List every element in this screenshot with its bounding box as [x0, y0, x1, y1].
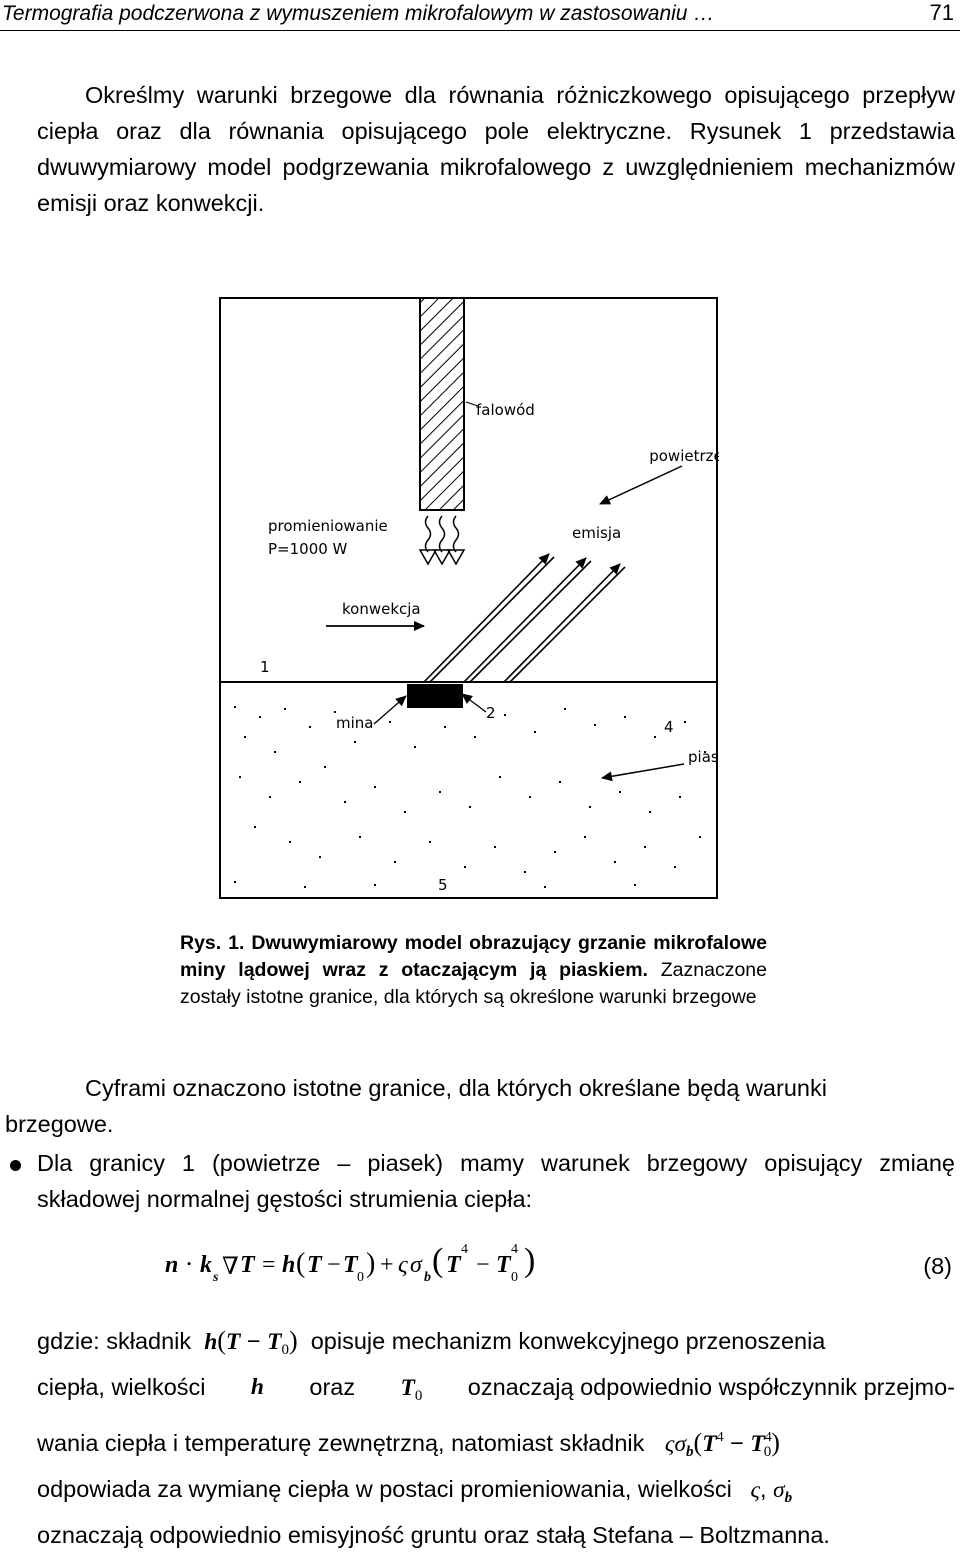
waveguide-rect	[419, 297, 465, 511]
expl-t3: ciepła, wielkości	[37, 1374, 206, 1400]
bullet-text: Dla granicy 1 (powietrze – piasek) mamy …	[37, 1150, 955, 1212]
expl-t4: oraz	[309, 1374, 356, 1400]
eq-cdot: ⋅	[185, 1252, 194, 1278]
expl-radiation-term: ςσb(T4 − T40)	[664, 1428, 780, 1460]
eq-h: h	[282, 1252, 296, 1278]
expl-line2: ciepła, wielkości h oraz T0 oznaczają od…	[37, 1369, 955, 1415]
domain-border	[219, 297, 718, 899]
eq-T0b: T	[496, 1252, 511, 1278]
expl-t2: opisuje mechanizm konwekcyjnego przenosz…	[310, 1328, 826, 1354]
bullet-icon	[10, 1160, 21, 1171]
expl-h-symbol: h	[250, 1374, 264, 1400]
para2-line1: Cyframi oznaczono istotne granice, dla k…	[85, 1075, 827, 1101]
expl-varsigma-sigma: ς, σb	[750, 1476, 793, 1506]
sand-dots	[234, 706, 706, 888]
eq-sup-4a: 4	[461, 1242, 468, 1257]
expl-t7: odpowiada za wymianę ciepła w postaci pr…	[37, 1476, 732, 1502]
label-emission: emisja	[572, 524, 621, 542]
eq-sub-b: b	[424, 1270, 431, 1285]
expl-t1: gdzie: składnik	[37, 1328, 192, 1354]
expl-line3: wania ciepła i temperaturę zewnętrzną, n…	[37, 1419, 955, 1471]
eq-sup-4b: 4	[511, 1242, 518, 1257]
label-boundary-5: 5	[438, 876, 448, 894]
eq-nabla: ∇	[222, 1254, 239, 1280]
eq-rparen1: )	[366, 1248, 376, 1279]
eq-equals: =	[262, 1252, 276, 1278]
label-boundary-1: 1	[260, 658, 270, 676]
expl-t5: oznaczają odpowiednio współczynnik przej…	[467, 1374, 955, 1400]
eq-sub-s: s	[213, 1270, 219, 1285]
running-title: Termografia podczerwona z wymuszeniem mi…	[2, 2, 715, 25]
eq-sub-0a: 0	[357, 1270, 364, 1285]
intro-paragraph: Określmy warunki brzegowe dla równania r…	[37, 82, 955, 216]
expl-t8: oznaczają odpowiednio emisyjność gruntu …	[37, 1522, 830, 1548]
boundary2-pointer-arrow	[461, 693, 487, 713]
emission-arrows	[423, 553, 626, 683]
equation-number: (8)	[923, 1253, 952, 1279]
eq-sigma: σ	[410, 1252, 422, 1278]
label-radiation: promieniowanie	[268, 517, 388, 535]
eq-sub-0b: 0	[511, 1270, 518, 1285]
label-air: powietrze	[649, 447, 719, 465]
eq-T2: T	[307, 1252, 322, 1278]
label-sand: piasek	[688, 748, 719, 766]
expl-line1: gdzie: składnik h(T − T0) opisuje mechan…	[37, 1322, 955, 1369]
eq-T0a: T	[343, 1252, 358, 1278]
caption-normal: Zaznaczone zostały istotne granice, dla …	[180, 959, 768, 1008]
label-waveguide: falowód	[476, 401, 535, 419]
expl-h-term: h(T − T0)	[204, 1326, 298, 1358]
label-convection: konwekcja	[342, 600, 421, 618]
figure-model: falowód powietrze promieniowanie P=1000 …	[214, 296, 719, 899]
label-mine: mina	[336, 714, 373, 732]
para2: Cyframi oznaczono istotne granice, dla k…	[5, 1070, 955, 1142]
figure-caption: Rys. 1. Dwuwymiarowy model obrazujący gr…	[180, 930, 767, 1011]
eq-T3: T	[446, 1252, 461, 1278]
sand-pointer-arrow	[601, 763, 685, 782]
mine-rect	[407, 684, 463, 708]
caption-bold: Rys. 1. Dwuwymiarowy model obrazujący gr…	[180, 932, 767, 981]
eq-n: n	[165, 1252, 179, 1278]
mine-pointer-arrow	[373, 695, 407, 725]
eq-rparen2: )	[524, 1242, 536, 1279]
label-boundary-2: 2	[486, 704, 496, 722]
expl-T0-symbol: T0	[400, 1375, 423, 1404]
air-pointer-arrow	[599, 465, 683, 505]
eq-minus1: −	[327, 1252, 341, 1278]
expl-t6: wania ciepła i temperaturę zewnętrzną, n…	[37, 1430, 645, 1456]
eq-lparen1: (	[296, 1248, 306, 1279]
explanation-paragraph: gdzie: składnik h(T − T0) opisuje mechan…	[37, 1322, 955, 1554]
eq-minus2: −	[476, 1252, 490, 1278]
eq-k: k	[200, 1252, 212, 1278]
page-number: 71	[929, 0, 954, 25]
para2-line2: brzegowe.	[5, 1111, 114, 1137]
label-boundary-4: 4	[664, 718, 674, 736]
radiation-arrows	[418, 515, 466, 566]
label-power: P=1000 W	[268, 540, 348, 558]
waveguide-leader	[465, 401, 479, 407]
equation-8: n ⋅ k s ∇ T = h ( T − T 0 ) + ς σ b ( T …	[0, 1238, 960, 1298]
eq-varsigma: ς	[398, 1252, 408, 1278]
figure-diagram: falowód powietrze promieniowanie P=1000 …	[219, 297, 719, 899]
running-header: Termografia podczerwona z wymuszeniem mi…	[0, 0, 960, 31]
expl-line4: odpowiada za wymianę ciepła w postaci pr…	[37, 1471, 955, 1517]
eq-lparen2: (	[432, 1242, 444, 1279]
eq-plus: +	[380, 1252, 394, 1278]
eq-T1: T	[240, 1252, 255, 1278]
